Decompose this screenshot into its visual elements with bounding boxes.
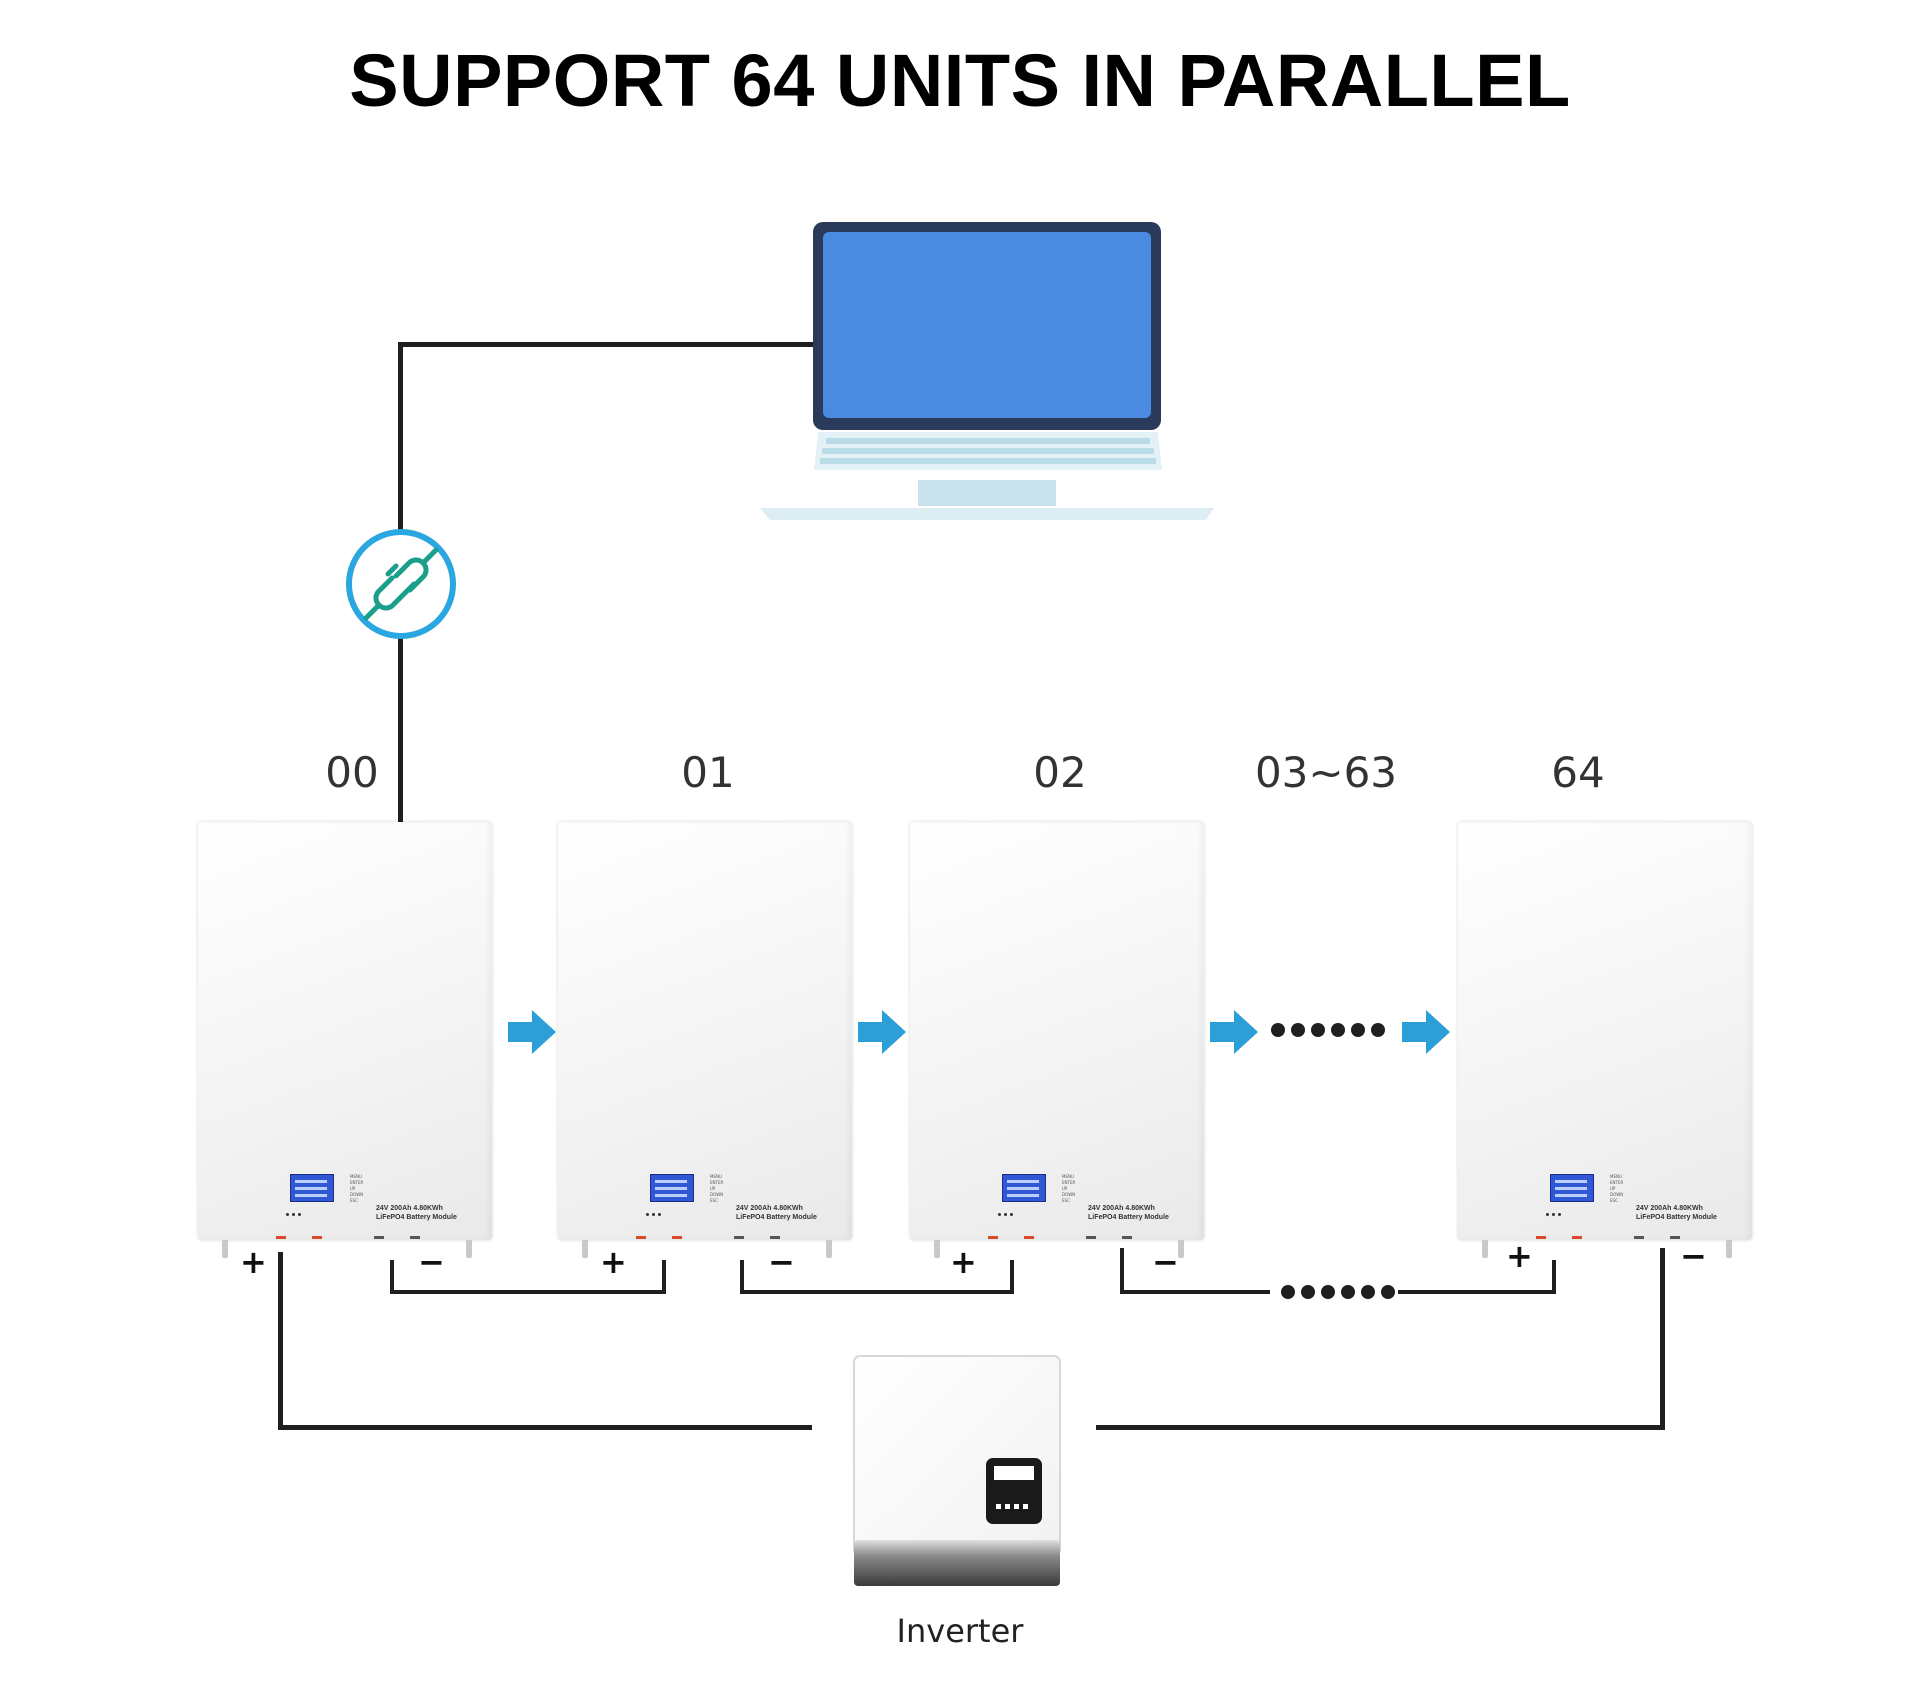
inverter-negative-lead [1660,1248,1665,1430]
link-wire-00-01 [390,1260,394,1294]
terminal-negative-02: − [1152,1243,1179,1281]
inverter-icon [853,1355,1061,1586]
laptop-icon [760,222,1214,520]
status-leds [992,1208,1032,1218]
terminal-positive-64: + [1506,1237,1533,1275]
terminal-negative-01: − [768,1243,795,1281]
lcd-screen [1002,1174,1046,1202]
terminal-positive-00: + [240,1243,267,1281]
comm-cable-horizontal [398,342,816,347]
link-wire-02-64 [1120,1248,1124,1294]
status-leds [1540,1208,1580,1218]
arrow-right-icon [508,1010,556,1054]
arrow-right-icon [1210,1010,1258,1054]
inverter-positive-lead [278,1252,283,1430]
arrow-right-icon [1402,1010,1450,1054]
link-wire-01-02 [740,1260,744,1294]
ellipsis-dots-wire [1281,1285,1395,1299]
terminal-positive-01: + [600,1243,627,1281]
status-leds [640,1208,680,1218]
terminal-negative-64: − [1680,1237,1707,1275]
unit-label-02: 02 [1033,748,1087,797]
page-title: SUPPORT 64 UNITS IN PARALLEL [349,39,1571,122]
unit-label-00: 00 [325,748,379,797]
lcd-screen [650,1174,694,1202]
ellipsis-dots-top [1271,1023,1385,1037]
unit-label-64: 64 [1551,748,1605,797]
lcd-screen [290,1174,334,1202]
terminal-negative-00: − [418,1243,445,1281]
lcd-screen [1550,1174,1594,1202]
arrow-right-icon [858,1010,906,1054]
inverter-label: Inverter [896,1612,1024,1650]
plug-connector-icon [346,529,456,639]
unit-label-03-63: 03~63 [1254,748,1398,797]
unit-label-01: 01 [681,748,735,797]
status-leds [280,1208,320,1218]
terminal-positive-02: + [950,1243,977,1281]
